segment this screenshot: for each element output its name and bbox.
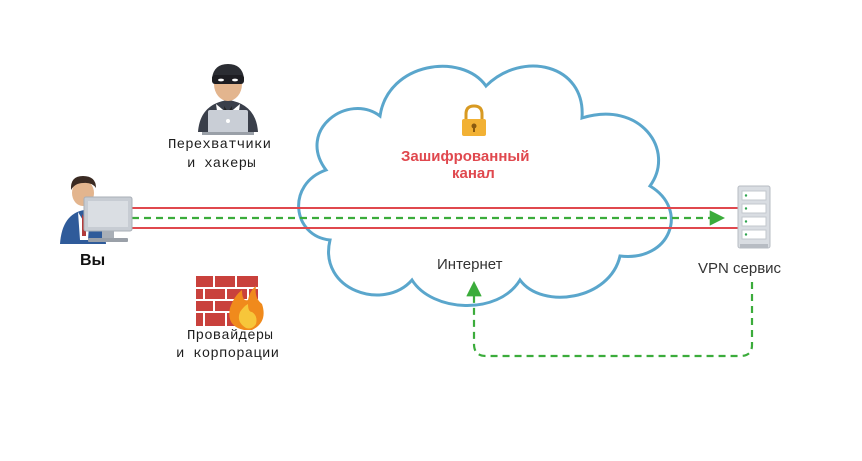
internet-cloud (297, 64, 673, 307)
encrypted-channel-line1: Зашифрованный (401, 148, 530, 165)
padlock-icon (462, 104, 486, 136)
path-vpn-to-internet (466, 280, 754, 358)
user-at-computer-icon (60, 176, 133, 244)
server-rack-icon (737, 185, 771, 249)
hacker-with-laptop-icon (198, 64, 258, 135)
providers-label-line1: Провайдеры (187, 328, 274, 344)
internet-label: Интернет (437, 256, 503, 273)
vpn-service-label: VPN сервис (698, 260, 782, 277)
you-label: Вы (80, 252, 106, 269)
hackers-label-line1: Перехватчики (168, 137, 272, 153)
brick-wall-fire-icon (196, 276, 264, 330)
hackers-label-line2: и хакеры (187, 156, 256, 172)
encrypted-channel-line2: канал (452, 165, 495, 182)
providers-label-line2: и корпорации (176, 346, 280, 362)
